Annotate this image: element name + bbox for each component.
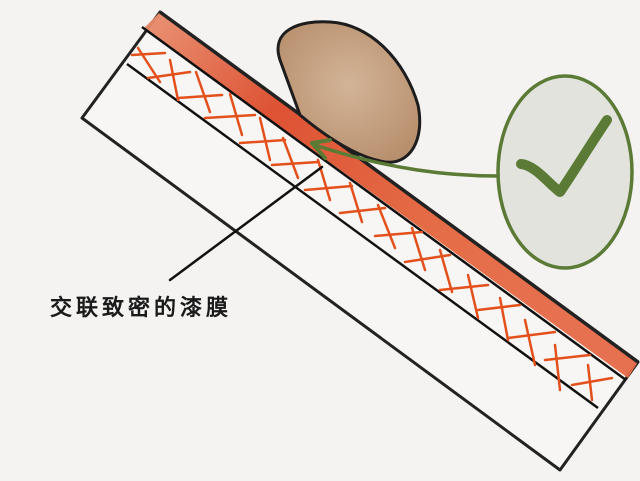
check-mark-icon xyxy=(516,115,612,197)
check-circle xyxy=(496,74,634,270)
crosslink-layer xyxy=(126,46,614,410)
particle-blob xyxy=(276,20,422,164)
label-pointer-line xyxy=(168,165,324,282)
paint-layer xyxy=(141,10,640,382)
crosslinked-film-label: 交联致密的漆膜 xyxy=(50,296,233,321)
arrow-icon xyxy=(310,138,500,178)
